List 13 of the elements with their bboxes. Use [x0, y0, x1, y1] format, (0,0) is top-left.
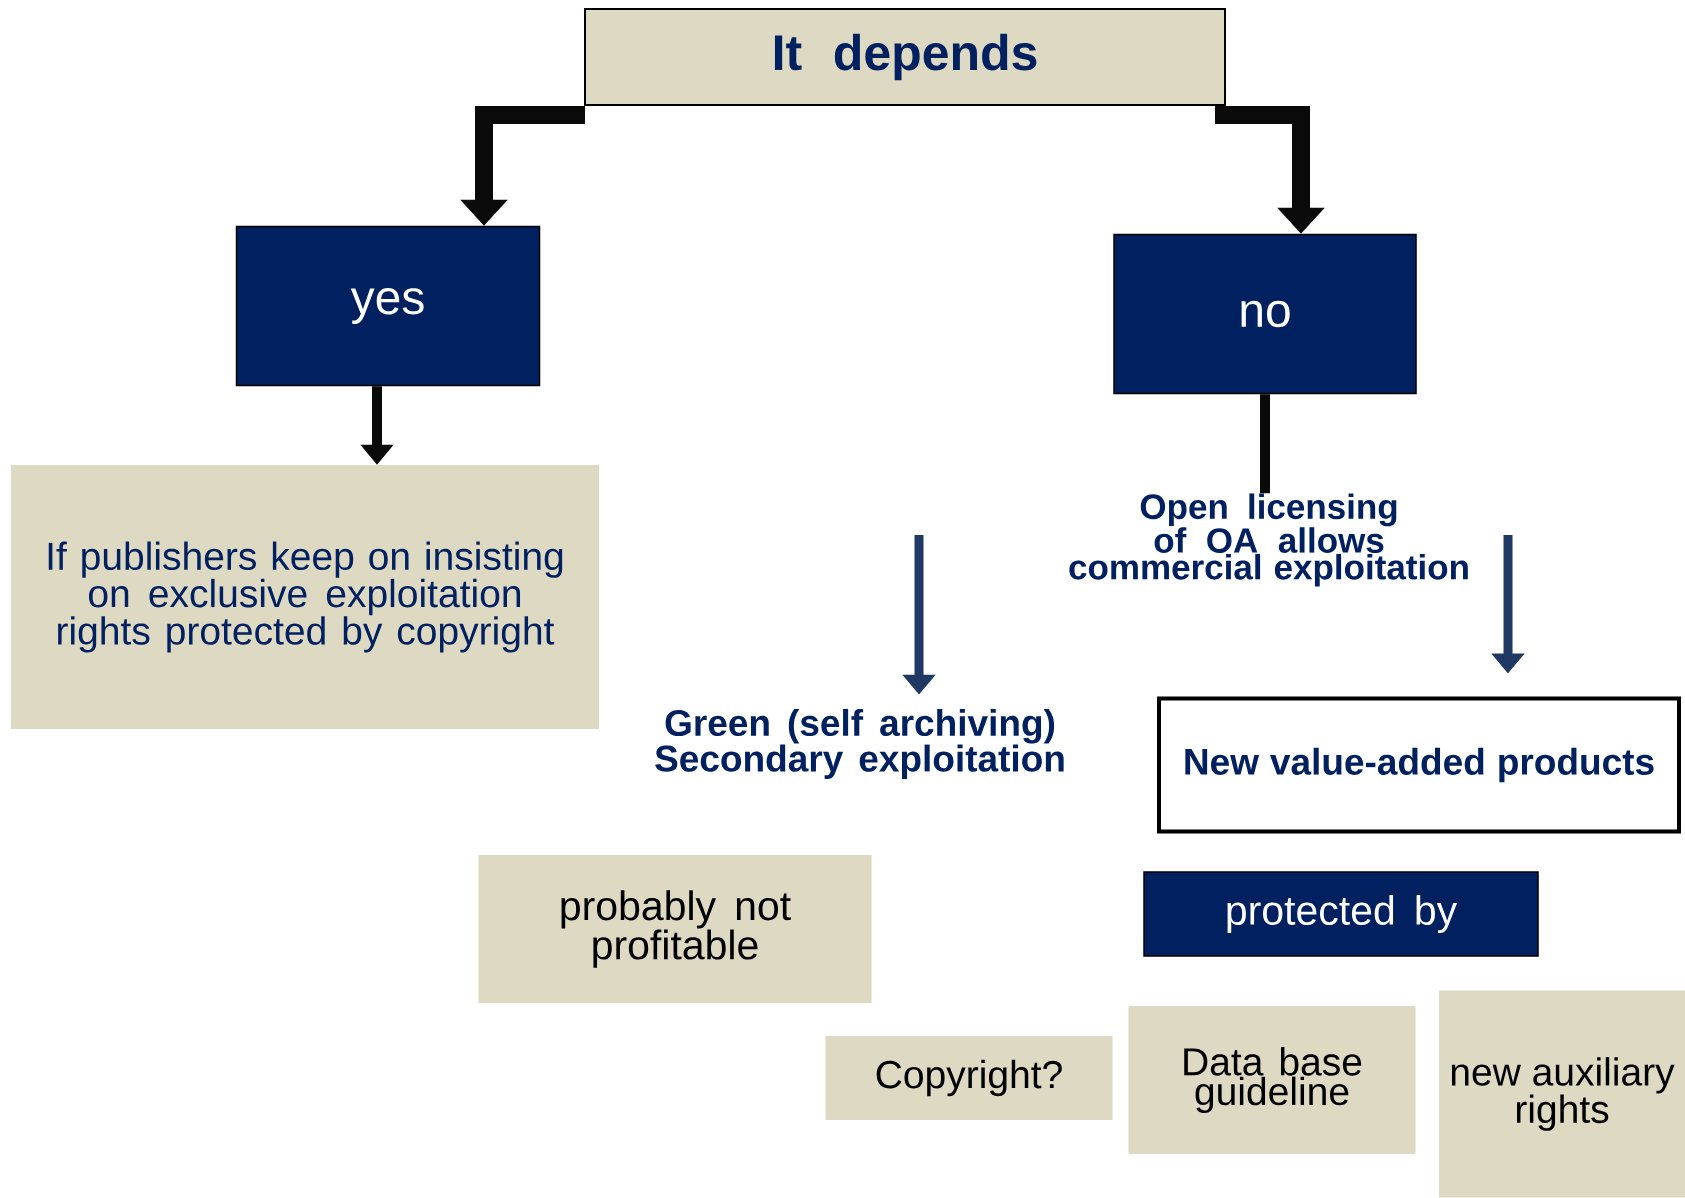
text-box: If publishers keep on insisting on exclusive exploitation rights protected by copyright [11, 465, 599, 729]
text-box: new auxiliary rights [1439, 990, 1685, 1198]
outlined-box: New value-added products [1157, 696, 1681, 834]
answer-box: yes [235, 225, 541, 387]
text-box: Data base guideline [1128, 1006, 1416, 1154]
connector-line [1260, 394, 1270, 494]
bold-text: Open licensing of OA allows commercial exploitation [1069, 493, 1468, 587]
answer-box: no [1113, 233, 1417, 395]
bold-text: Green (self archiving) Secondary exploitation [655, 708, 1064, 780]
label-box: protected by [1143, 871, 1539, 957]
text-box: probably not profitable [478, 855, 872, 1003]
heading-box: It depends [584, 8, 1226, 106]
text-box: Copyright? [825, 1036, 1113, 1120]
